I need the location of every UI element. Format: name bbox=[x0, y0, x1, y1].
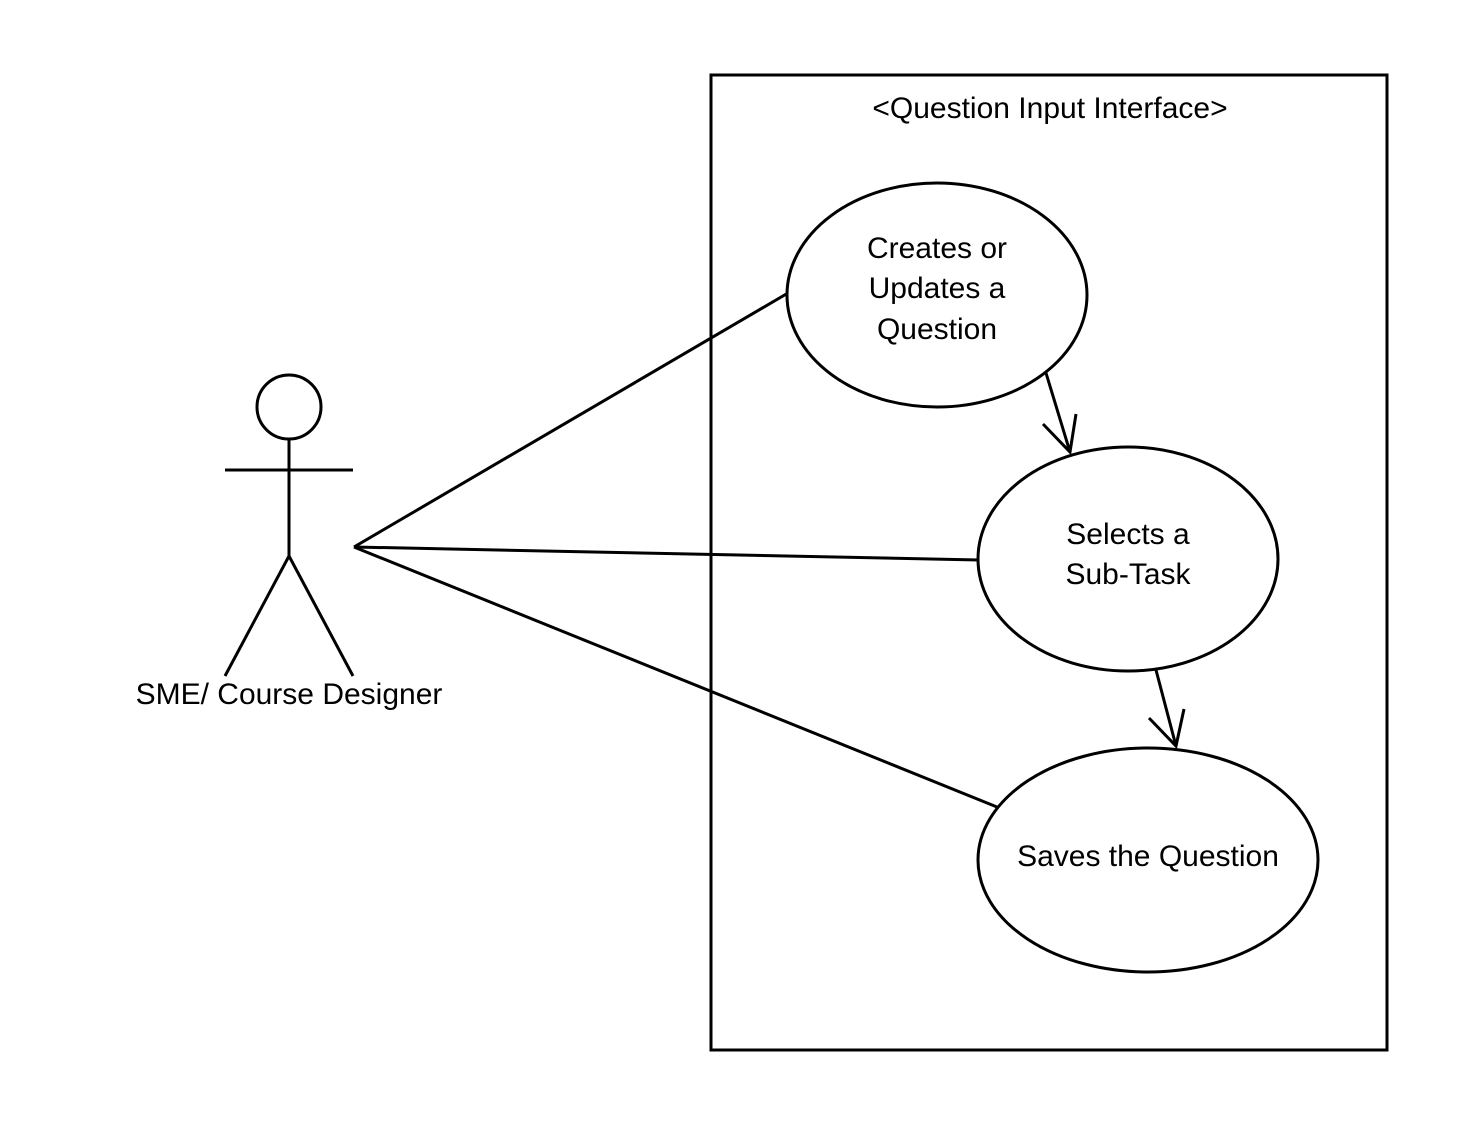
association-line-save bbox=[353, 545, 998, 809]
flow-arrow-create-to-select bbox=[1041, 372, 1078, 456]
use-case-label: Saves the Question bbox=[1017, 840, 1279, 873]
use-case-select-sub-task: Selects a Sub-Task bbox=[976, 445, 1280, 673]
use-case-label: Selects a bbox=[1066, 518, 1190, 551]
use-case-label: Updates a bbox=[869, 272, 1006, 305]
flow-arrow-select-to-save bbox=[1147, 669, 1186, 750]
actor-stick-figure bbox=[223, 373, 355, 677]
use-case-create-update-question: Creates or Updates a Question bbox=[785, 181, 1089, 409]
use-case-save-question: Saves the Question bbox=[976, 746, 1320, 974]
system-boundary bbox=[709, 73, 1389, 1052]
actor-label: SME/ Course Designer bbox=[136, 678, 443, 711]
association-line-create bbox=[353, 291, 789, 549]
system-title: <Question Input Interface> bbox=[872, 92, 1227, 125]
actor-right-leg bbox=[287, 555, 355, 677]
use-case-label: Question bbox=[877, 313, 997, 346]
association-line-select bbox=[353, 545, 980, 562]
actor-left-leg bbox=[223, 555, 291, 677]
use-case-label: Sub-Task bbox=[1065, 558, 1191, 591]
actor-head bbox=[255, 373, 323, 441]
use-case-label: Creates or bbox=[867, 232, 1007, 265]
